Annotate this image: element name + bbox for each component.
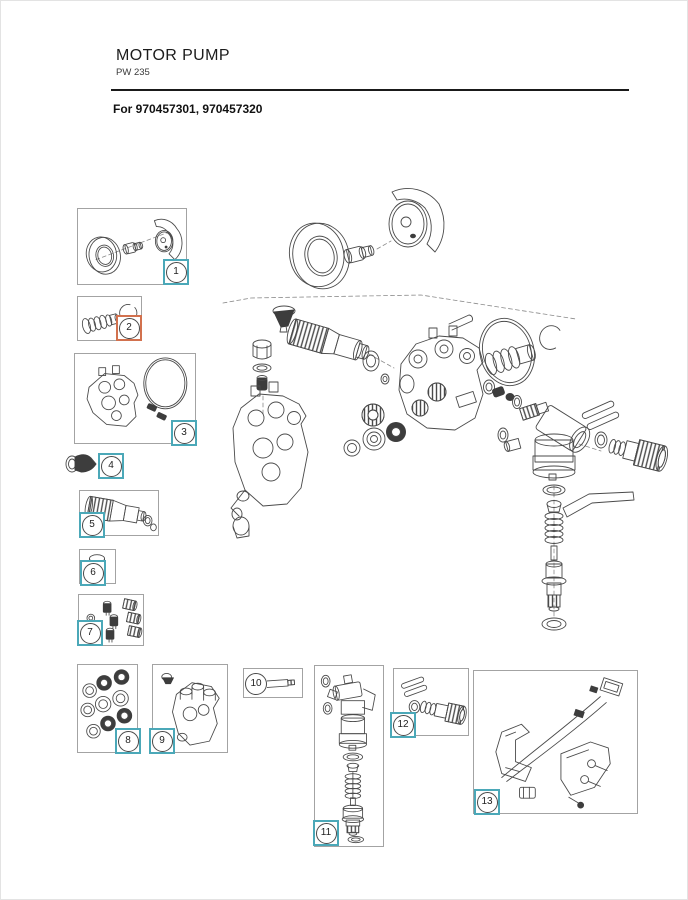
part-illustration-4 bbox=[65, 454, 97, 473]
part-box-13[interactable] bbox=[473, 670, 638, 814]
callout-badge-6[interactable]: 6 bbox=[80, 560, 106, 586]
callout-number-5: 5 bbox=[81, 514, 103, 536]
callout-number-13: 13 bbox=[476, 791, 498, 813]
callout-badge-11[interactable]: 11 bbox=[313, 820, 339, 846]
callout-badge-12[interactable]: 12 bbox=[390, 712, 416, 738]
callout-badge-10[interactable]: 10 bbox=[245, 673, 267, 695]
part-box-1[interactable] bbox=[77, 208, 187, 285]
part-illustration-12 bbox=[401, 676, 467, 725]
callout-badge-2[interactable]: 2 bbox=[116, 315, 142, 341]
exploded-view-drawing bbox=[211, 156, 671, 656]
callout-number-3: 3 bbox=[173, 422, 195, 444]
part-illustration-7 bbox=[86, 598, 143, 643]
exploded-view-svg bbox=[222, 188, 669, 631]
callout-badge-5[interactable]: 5 bbox=[79, 512, 105, 538]
part-illustration-13 bbox=[495, 677, 624, 809]
callout-number-11: 11 bbox=[315, 822, 337, 844]
part-illustration-8 bbox=[80, 669, 133, 739]
callout-number-4: 4 bbox=[100, 455, 122, 477]
callout-badge-3[interactable]: 3 bbox=[171, 420, 197, 446]
callout-number-1: 1 bbox=[165, 261, 187, 283]
part-box-11[interactable] bbox=[314, 665, 384, 847]
part-illustration-3 bbox=[86, 357, 188, 427]
callout-badge-8[interactable]: 8 bbox=[115, 728, 141, 754]
applies-to-text: For 970457301, 970457320 bbox=[113, 102, 263, 116]
callout-number-9: 9 bbox=[151, 730, 173, 752]
part-item-4[interactable] bbox=[63, 450, 101, 478]
part-illustration-11 bbox=[320, 674, 376, 844]
callout-number-6: 6 bbox=[82, 562, 104, 584]
callout-badge-1[interactable]: 1 bbox=[163, 259, 189, 285]
callout-number-12: 12 bbox=[392, 714, 414, 736]
callout-badge-7[interactable]: 7 bbox=[77, 620, 103, 646]
part-illustration-9 bbox=[161, 673, 220, 746]
callout-badge-4[interactable]: 4 bbox=[98, 453, 124, 479]
callout-number-8: 8 bbox=[117, 730, 139, 752]
page-title: MOTOR PUMP bbox=[116, 47, 230, 64]
header-rule bbox=[111, 89, 629, 91]
callout-badge-13[interactable]: 13 bbox=[474, 789, 500, 815]
callout-badge-9[interactable]: 9 bbox=[149, 728, 175, 754]
part-illustration-1 bbox=[85, 218, 183, 275]
part-illustration-2 bbox=[81, 304, 138, 334]
part-box-12[interactable] bbox=[393, 668, 469, 736]
callout-number-10: 10 bbox=[245, 673, 267, 695]
callout-number-2: 2 bbox=[118, 317, 140, 339]
model-code: PW 235 bbox=[116, 67, 150, 78]
callout-number-7: 7 bbox=[79, 622, 101, 644]
